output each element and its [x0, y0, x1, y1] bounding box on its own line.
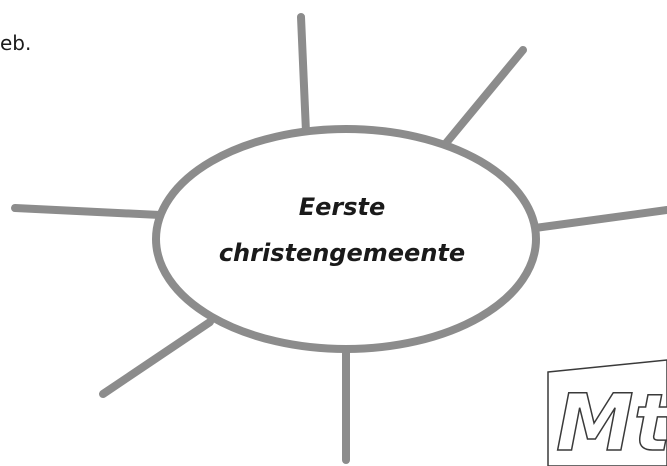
publisher-logo: Mt: [547, 359, 667, 466]
spoke-right: [531, 206, 667, 232]
spoke-top-right: [438, 46, 527, 152]
center-ellipse: [152, 125, 540, 353]
logo-letters: Mt: [556, 379, 667, 466]
spoke-left: [11, 204, 164, 219]
center-label-line2: christengemeente: [219, 239, 465, 267]
cut-off-text: eb.: [0, 31, 32, 55]
spoke-top: [297, 13, 310, 136]
center-label-line1: Eerste: [299, 193, 386, 221]
spoke-bottom-left: [99, 318, 214, 398]
